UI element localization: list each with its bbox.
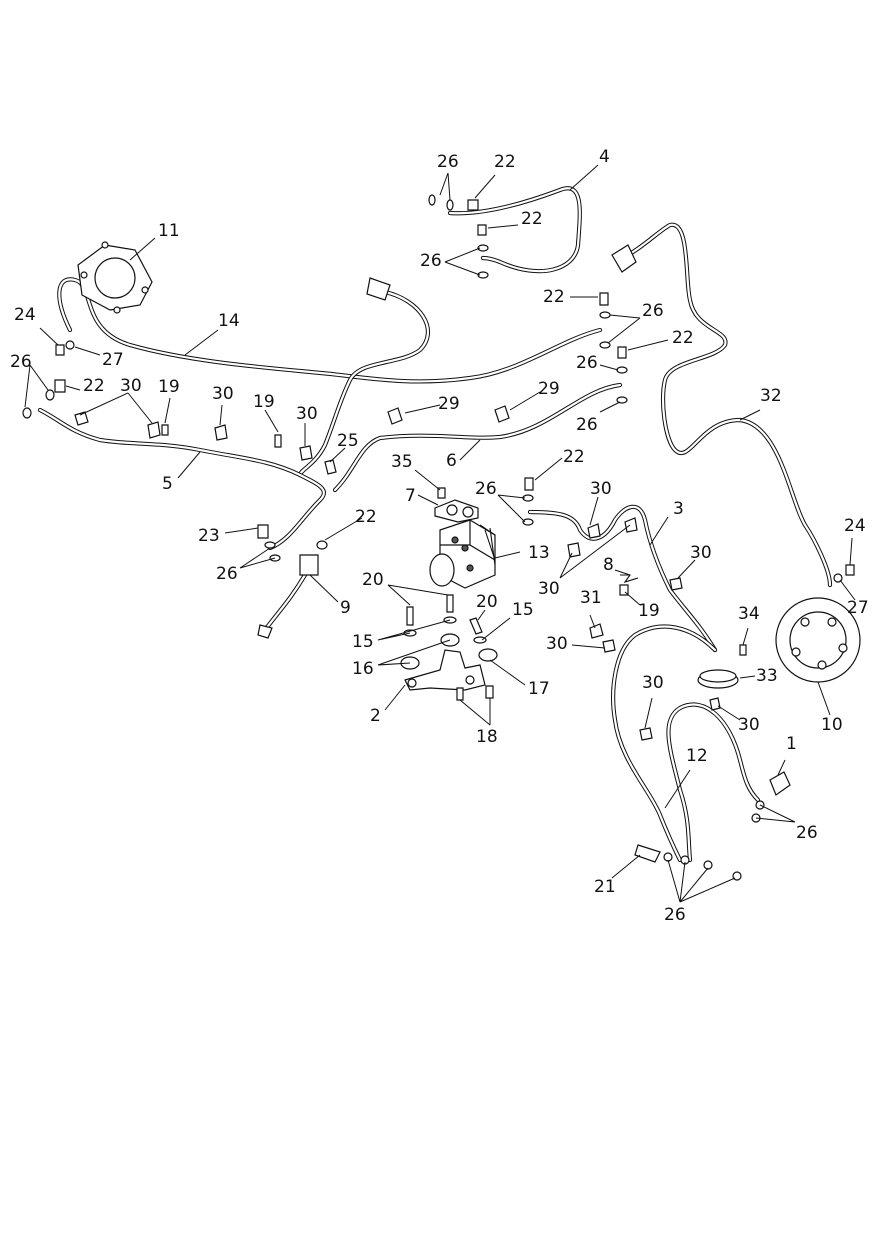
label-part-29: 29 bbox=[538, 379, 560, 399]
label-part-32: 32 bbox=[760, 386, 782, 406]
label-part-10: 10 bbox=[821, 715, 843, 735]
label-part-17: 17 bbox=[528, 679, 550, 699]
label-part-23: 23 bbox=[198, 526, 220, 546]
label-part-26: 26 bbox=[420, 251, 442, 271]
brake-lines bbox=[37, 186, 833, 863]
washer-right bbox=[473, 636, 487, 644]
label-part-12: 12 bbox=[686, 746, 708, 766]
label-part-27: 27 bbox=[102, 350, 124, 370]
components bbox=[22, 194, 861, 881]
banjo-bolt-1 bbox=[769, 771, 791, 796]
label-part-2: 2 bbox=[370, 706, 381, 726]
retaining-clip-8 bbox=[614, 569, 639, 584]
label-part-26: 26 bbox=[664, 905, 686, 925]
label-part-26: 26 bbox=[437, 152, 459, 172]
label-part-4: 4 bbox=[599, 147, 610, 167]
label-part-26: 26 bbox=[576, 415, 598, 435]
label-part-22: 22 bbox=[672, 328, 694, 348]
label-part-22: 22 bbox=[563, 447, 585, 467]
label-part-16: 16 bbox=[352, 659, 374, 679]
label-part-30: 30 bbox=[690, 543, 712, 563]
label-part-24: 24 bbox=[14, 305, 36, 325]
label-part-24: 24 bbox=[844, 516, 866, 536]
label-part-1: 1 bbox=[786, 734, 797, 754]
label-part-31: 31 bbox=[580, 588, 602, 608]
label-part-3: 3 bbox=[673, 499, 684, 519]
label-part-19: 19 bbox=[253, 392, 275, 412]
label-part-7: 7 bbox=[405, 486, 416, 506]
label-part-30: 30 bbox=[212, 384, 234, 404]
label-part-33: 33 bbox=[756, 666, 778, 686]
label-part-22: 22 bbox=[83, 376, 105, 396]
label-part-30: 30 bbox=[642, 673, 664, 693]
label-part-22: 22 bbox=[494, 152, 516, 172]
grommet-right bbox=[478, 648, 498, 662]
part-labels: 26 22 4 22 26 11 22 26 22 14 24 27 26 26… bbox=[10, 147, 869, 925]
label-part-22: 22 bbox=[355, 507, 377, 527]
label-part-30: 30 bbox=[590, 479, 612, 499]
hose-clips bbox=[74, 405, 721, 741]
label-part-13: 13 bbox=[528, 543, 550, 563]
label-part-14: 14 bbox=[218, 311, 240, 331]
label-part-26: 26 bbox=[642, 301, 664, 321]
brake-light-switch bbox=[257, 540, 328, 639]
bleed-valve bbox=[634, 844, 661, 863]
label-part-19: 19 bbox=[638, 601, 660, 621]
label-part-30: 30 bbox=[296, 404, 318, 424]
rear-abs-ring bbox=[77, 241, 153, 314]
label-part-26: 26 bbox=[796, 823, 818, 843]
label-part-11: 11 bbox=[158, 221, 180, 241]
label-part-19: 19 bbox=[158, 377, 180, 397]
label-part-18: 18 bbox=[476, 727, 498, 747]
label-part-22: 22 bbox=[543, 287, 565, 307]
label-part-27: 27 bbox=[847, 598, 869, 618]
label-part-35: 35 bbox=[391, 452, 413, 472]
label-part-8: 8 bbox=[603, 555, 614, 575]
label-part-26: 26 bbox=[10, 352, 32, 372]
hose-clamp-33 bbox=[697, 669, 739, 689]
sealing-washers bbox=[22, 194, 843, 881]
label-part-34: 34 bbox=[738, 604, 760, 624]
bolts bbox=[406, 487, 494, 701]
label-part-20: 20 bbox=[476, 592, 498, 612]
abs-upper-bracket bbox=[434, 499, 479, 523]
label-part-29: 29 bbox=[438, 394, 460, 414]
banjo-bolts bbox=[54, 199, 855, 656]
label-part-26: 26 bbox=[216, 564, 238, 584]
label-part-22: 22 bbox=[521, 209, 543, 229]
label-part-30: 30 bbox=[538, 579, 560, 599]
label-part-15: 15 bbox=[352, 632, 374, 652]
label-part-26: 26 bbox=[475, 479, 497, 499]
leader-lines bbox=[24, 164, 856, 903]
label-part-20: 20 bbox=[362, 570, 384, 590]
label-part-30: 30 bbox=[120, 376, 142, 396]
abs-modulator bbox=[429, 519, 496, 589]
sensor-connector bbox=[366, 277, 391, 301]
label-part-30: 30 bbox=[546, 634, 568, 654]
label-part-30: 30 bbox=[738, 715, 760, 735]
front-connector bbox=[611, 244, 637, 273]
label-part-26: 26 bbox=[576, 353, 598, 373]
front-abs-ring bbox=[775, 597, 861, 683]
label-part-15: 15 bbox=[512, 600, 534, 620]
label-part-9: 9 bbox=[340, 598, 351, 618]
label-part-5: 5 bbox=[162, 474, 173, 494]
label-part-25: 25 bbox=[337, 431, 359, 451]
label-part-21: 21 bbox=[594, 877, 616, 897]
abs-lower-bracket bbox=[404, 649, 486, 691]
label-part-6: 6 bbox=[446, 451, 457, 471]
